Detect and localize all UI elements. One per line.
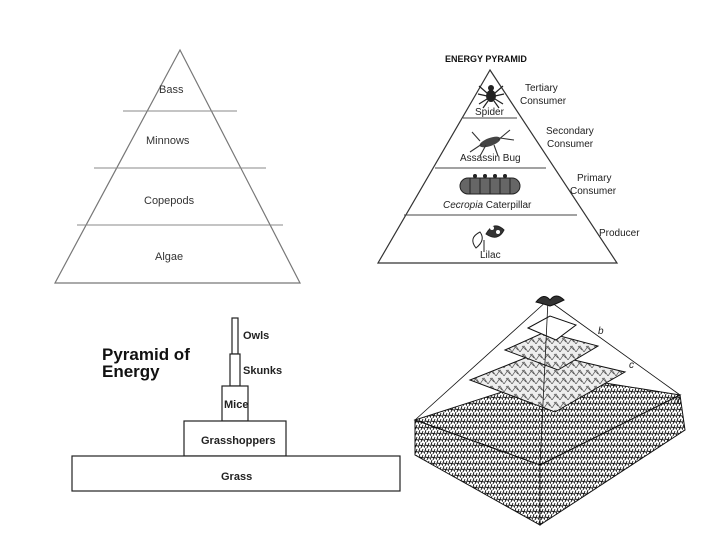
insect-energy-pyramid: ENERGY PYRAMID Spider Assassin Bug Cecro… (360, 0, 720, 290)
pyramid-title: ENERGY PYRAMID (445, 54, 527, 64)
tier-label-algae: Algae (155, 251, 183, 263)
role-label-primary: Primary Consumer (570, 173, 617, 197)
organism-label-assassin-bug: Assassin Bug (460, 153, 521, 164)
level-box-owls (232, 318, 238, 354)
organism-label-spider: Spider (475, 107, 505, 118)
stacked-energy-pyramid: Owls Skunks Mice Grasshoppers Grass (60, 310, 410, 500)
tier-label-bass: Bass (159, 84, 184, 96)
tier-label-minnows: Minnows (146, 135, 190, 147)
tier-label-copepods: Copepods (144, 195, 195, 207)
letter-label-d: d (674, 396, 680, 407)
level-label-owls: Owls (243, 330, 269, 342)
organism-label-caterpillar: Cecropia Caterpillar (443, 200, 532, 211)
role-label-tertiary: Tertiary Consumer (520, 83, 567, 107)
illustrated-3d-pyramid: b c d (400, 280, 710, 530)
role-label-producer: Producer (599, 228, 640, 239)
letter-label-b: b (598, 326, 604, 337)
level-label-grasshoppers: Grasshoppers (201, 435, 276, 447)
role-label-secondary: Secondary Consumer (546, 126, 597, 150)
level-label-mice: Mice (224, 399, 248, 411)
letter-label-c: c (629, 360, 634, 371)
aquatic-energy-pyramid: Bass Minnows Copepods Algae (0, 0, 360, 290)
level-label-skunks: Skunks (243, 365, 282, 377)
organism-label-lilac: Lilac (480, 250, 501, 261)
level-label-grass: Grass (221, 471, 252, 483)
level-box-skunks (230, 354, 240, 386)
bird-icon (536, 296, 564, 306)
